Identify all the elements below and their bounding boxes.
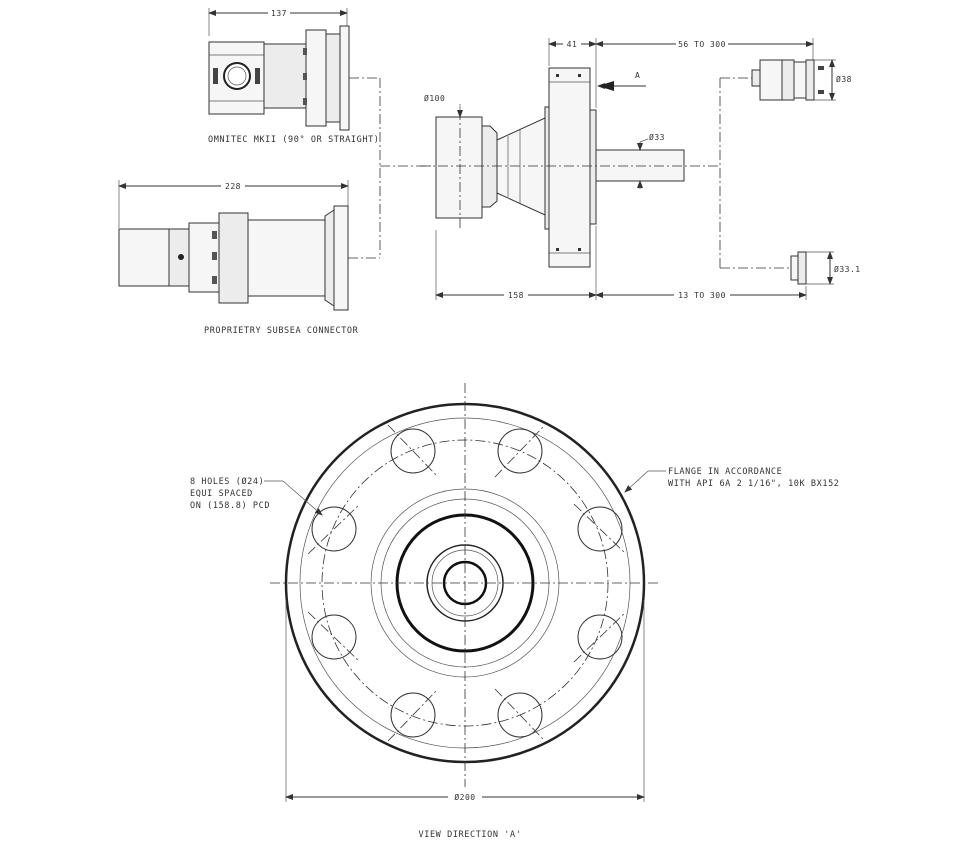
dim-dia-100-group: Ø100 (424, 93, 463, 118)
bolt-hole (387, 688, 439, 742)
dim-flange-width: 41 (567, 40, 578, 49)
probe-option-38: Ø38 (719, 59, 860, 269)
dim-subsea-length: 228 (225, 182, 241, 191)
probe-option-33-1: Ø33.1 (790, 251, 861, 285)
dim-top-group: 41 56 TO 300 (548, 38, 814, 108)
holes-note-line-2: EQUI SPACED (190, 489, 253, 499)
bolt-hole (307, 611, 361, 663)
flange-end-view (270, 383, 660, 787)
bolt-holes (307, 424, 627, 742)
transmitter-side-view (420, 67, 720, 268)
holes-note: 8 HOLES (Ø24) EQUI SPACED ON (158.8) PCD (190, 476, 323, 516)
omnitec-label: OMNITEC MKII (90° OR STRAIGHT) (208, 135, 380, 145)
omnitec-connector-view: 137 (208, 7, 380, 131)
dim-range-bottom: 13 TO 300 (678, 291, 726, 300)
dim-dia-38: Ø38 (836, 74, 852, 84)
flange-note-line-1: FLANGE IN ACCORDANCE (668, 467, 782, 477)
bolt-hole (573, 503, 627, 555)
bolt-hole (307, 503, 361, 555)
flange-note: FLANGE IN ACCORDANCE WITH API 6A 2 1/16"… (624, 467, 840, 493)
dim-dia-100: Ø100 (424, 93, 445, 103)
bolt-hole (573, 611, 627, 663)
view-arrow-label: A (635, 71, 640, 80)
dim-dia-33-group: Ø33 (637, 132, 665, 189)
bolt-hole (494, 688, 546, 742)
dim-dia-200-group: Ø200 (285, 600, 645, 802)
holes-note-line-3: ON (158.8) PCD (190, 501, 270, 511)
dim-body-length: 158 (508, 291, 524, 300)
dim-dia-200: Ø200 (454, 792, 475, 802)
dim-range-top: 56 TO 300 (678, 40, 726, 49)
subsea-label: PROPRIETRY SUBSEA CONNECTOR (204, 326, 359, 336)
view-arrow-a: A (597, 71, 646, 91)
bolt-hole (494, 424, 546, 478)
dim-omnitec-width: 137 (271, 9, 287, 18)
bolt-hole (387, 424, 439, 478)
flange-note-line-2: WITH API 6A 2 1/16", 10K BX152 (668, 479, 840, 489)
dim-dia-33-1: Ø33.1 (834, 264, 861, 274)
dim-dia-33: Ø33 (649, 132, 665, 142)
view-direction-label: VIEW DIRECTION 'A' (419, 830, 522, 840)
subsea-connector-view: 228 (118, 180, 380, 311)
holes-note-line-1: 8 HOLES (Ø24) (190, 476, 264, 487)
dim-bottom-group: 158 13 TO 300 (435, 226, 807, 300)
